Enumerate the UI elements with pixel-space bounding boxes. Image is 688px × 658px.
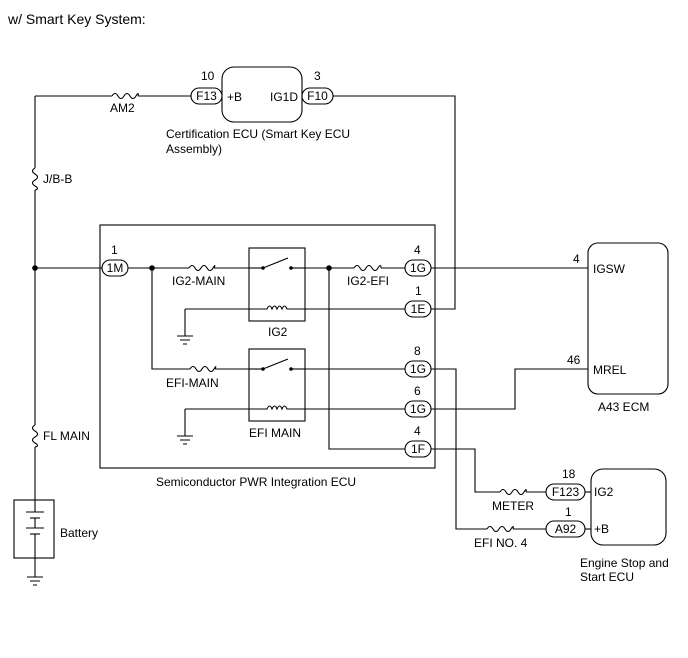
wires (34, 95, 591, 577)
ecm-box (587, 242, 669, 395)
relay-efi-terminal (289, 367, 293, 371)
fuse-ig2main-label: IG2-MAIN (172, 274, 225, 288)
ecm-pin-mrel: MREL (593, 363, 627, 377)
connector-1f-label: 1F (411, 442, 425, 456)
pin-number-igsw: 4 (573, 252, 580, 266)
junction-dot (149, 265, 155, 271)
battery-label: Battery (60, 526, 98, 540)
pin-number-1e: 1 (415, 284, 422, 298)
connector-1g-mrel (404, 400, 432, 418)
cert-ecu-pin-b: +B (227, 90, 242, 104)
ground-icon (177, 335, 193, 345)
ecm-pin-igsw: IGSW (593, 262, 626, 276)
fuse-meter-label: METER (492, 499, 534, 513)
connector-a92-label: A92 (555, 522, 577, 536)
battery-box (13, 499, 55, 559)
connector-1g-efino4 (404, 360, 432, 378)
relay-ig2-terminal (289, 266, 293, 270)
engine-ecu-pin-ig2: IG2 (594, 485, 614, 499)
wire-1f-to-meter (431, 448, 500, 493)
engine-ecu-box (590, 468, 667, 546)
fuse-meter-symbol (499, 488, 527, 496)
relay-ig2-switch-arm (262, 257, 289, 269)
connector-a92 (545, 520, 586, 538)
connector-1g-igsw (404, 259, 432, 277)
pin-number-1-a92: 1 (565, 505, 572, 519)
fuse-efino4-label: EFI NO. 4 (474, 536, 528, 550)
battery-icon (26, 500, 44, 558)
relay-ig2-label: IG2 (268, 325, 288, 339)
fuse-ig2main-symbol (188, 264, 216, 272)
fuse-jbb-label: J/B-B (43, 172, 72, 186)
pin-number-1f: 4 (414, 424, 421, 438)
connector-f10 (301, 87, 334, 105)
integration-ecu-label: Semiconductor PWR Integration ECU (156, 475, 356, 489)
relay-efimain-label: EFI MAIN (249, 426, 301, 440)
fuse-efimain-symbol (189, 365, 217, 373)
cert-ecu-label-line2: Assembly) (166, 142, 222, 156)
fuse-ig2efi-symbol (353, 264, 382, 272)
pin-number-1g-6: 6 (414, 384, 421, 398)
wire-1g-to-mrel (431, 368, 588, 410)
fuse-efimain-label: EFI-MAIN (166, 376, 219, 390)
cert-ecu-label-line1: Certification ECU (Smart Key ECU (166, 127, 350, 141)
relay-efi-coil-icon (249, 405, 305, 411)
wire-ig1d-to-1e (333, 95, 456, 310)
fuse-flmain-symbol (31, 424, 39, 448)
junction-dot (326, 265, 332, 271)
connector-1e (404, 300, 432, 318)
connector-f10-label: F10 (307, 89, 328, 103)
fuse-am2-symbol (111, 92, 139, 100)
connector-1m-label: 1M (107, 261, 124, 275)
ecm-label: A43 ECM (598, 400, 649, 414)
connector-1e-label: 1E (411, 302, 426, 316)
fuse-flmain-label: FL MAIN (43, 429, 90, 443)
connector-f13 (190, 87, 223, 105)
pin-number-1g-4: 4 (414, 243, 421, 257)
cert-ecu-pin-ig1d: IG1D (270, 90, 298, 104)
wire-branch-efimain (151, 268, 190, 370)
pin-number-10: 10 (201, 69, 215, 83)
ground-icon (27, 576, 43, 586)
engine-ecu-pin-b: +B (594, 522, 609, 536)
relay-ig2-coil-icon (249, 305, 305, 311)
relay-efi-pivot (261, 367, 265, 371)
fuse-efino4-symbol (486, 525, 514, 533)
engine-ecu-label-line2: Start ECU (580, 570, 634, 584)
connector-1g-efino4-label: 1G (410, 362, 426, 376)
junction-dot (32, 265, 38, 271)
connector-1g-mrel-label: 1G (410, 402, 426, 416)
engine-ecu-label-line1: Engine Stop and (580, 556, 669, 570)
relay-efi-switch-arm (262, 358, 289, 370)
pin-number-18: 18 (562, 467, 576, 481)
connector-1g-igsw-label: 1G (410, 261, 426, 275)
relay-ig2-pivot (261, 266, 265, 270)
ground-icon (177, 435, 193, 445)
wire-node-to-1f (328, 268, 405, 450)
fuse-jbb-symbol (31, 167, 39, 191)
pin-number-1m: 1 (111, 243, 118, 257)
pin-number-mrel: 46 (567, 353, 581, 367)
fuse-ig2efi-label: IG2-EFI (347, 274, 389, 288)
connector-f13-label: F13 (196, 89, 217, 103)
pin-number-1g-8: 8 (414, 344, 421, 358)
connector-f123-label: F123 (552, 485, 580, 499)
diagram-title: w/ Smart Key System: (7, 11, 146, 27)
integration-ecu-box (99, 224, 436, 469)
pin-number-3: 3 (314, 69, 321, 83)
fuse-am2-label: AM2 (110, 101, 135, 115)
connector-1f (404, 440, 432, 458)
connector-f123 (545, 483, 586, 501)
connector-1m (101, 259, 129, 277)
